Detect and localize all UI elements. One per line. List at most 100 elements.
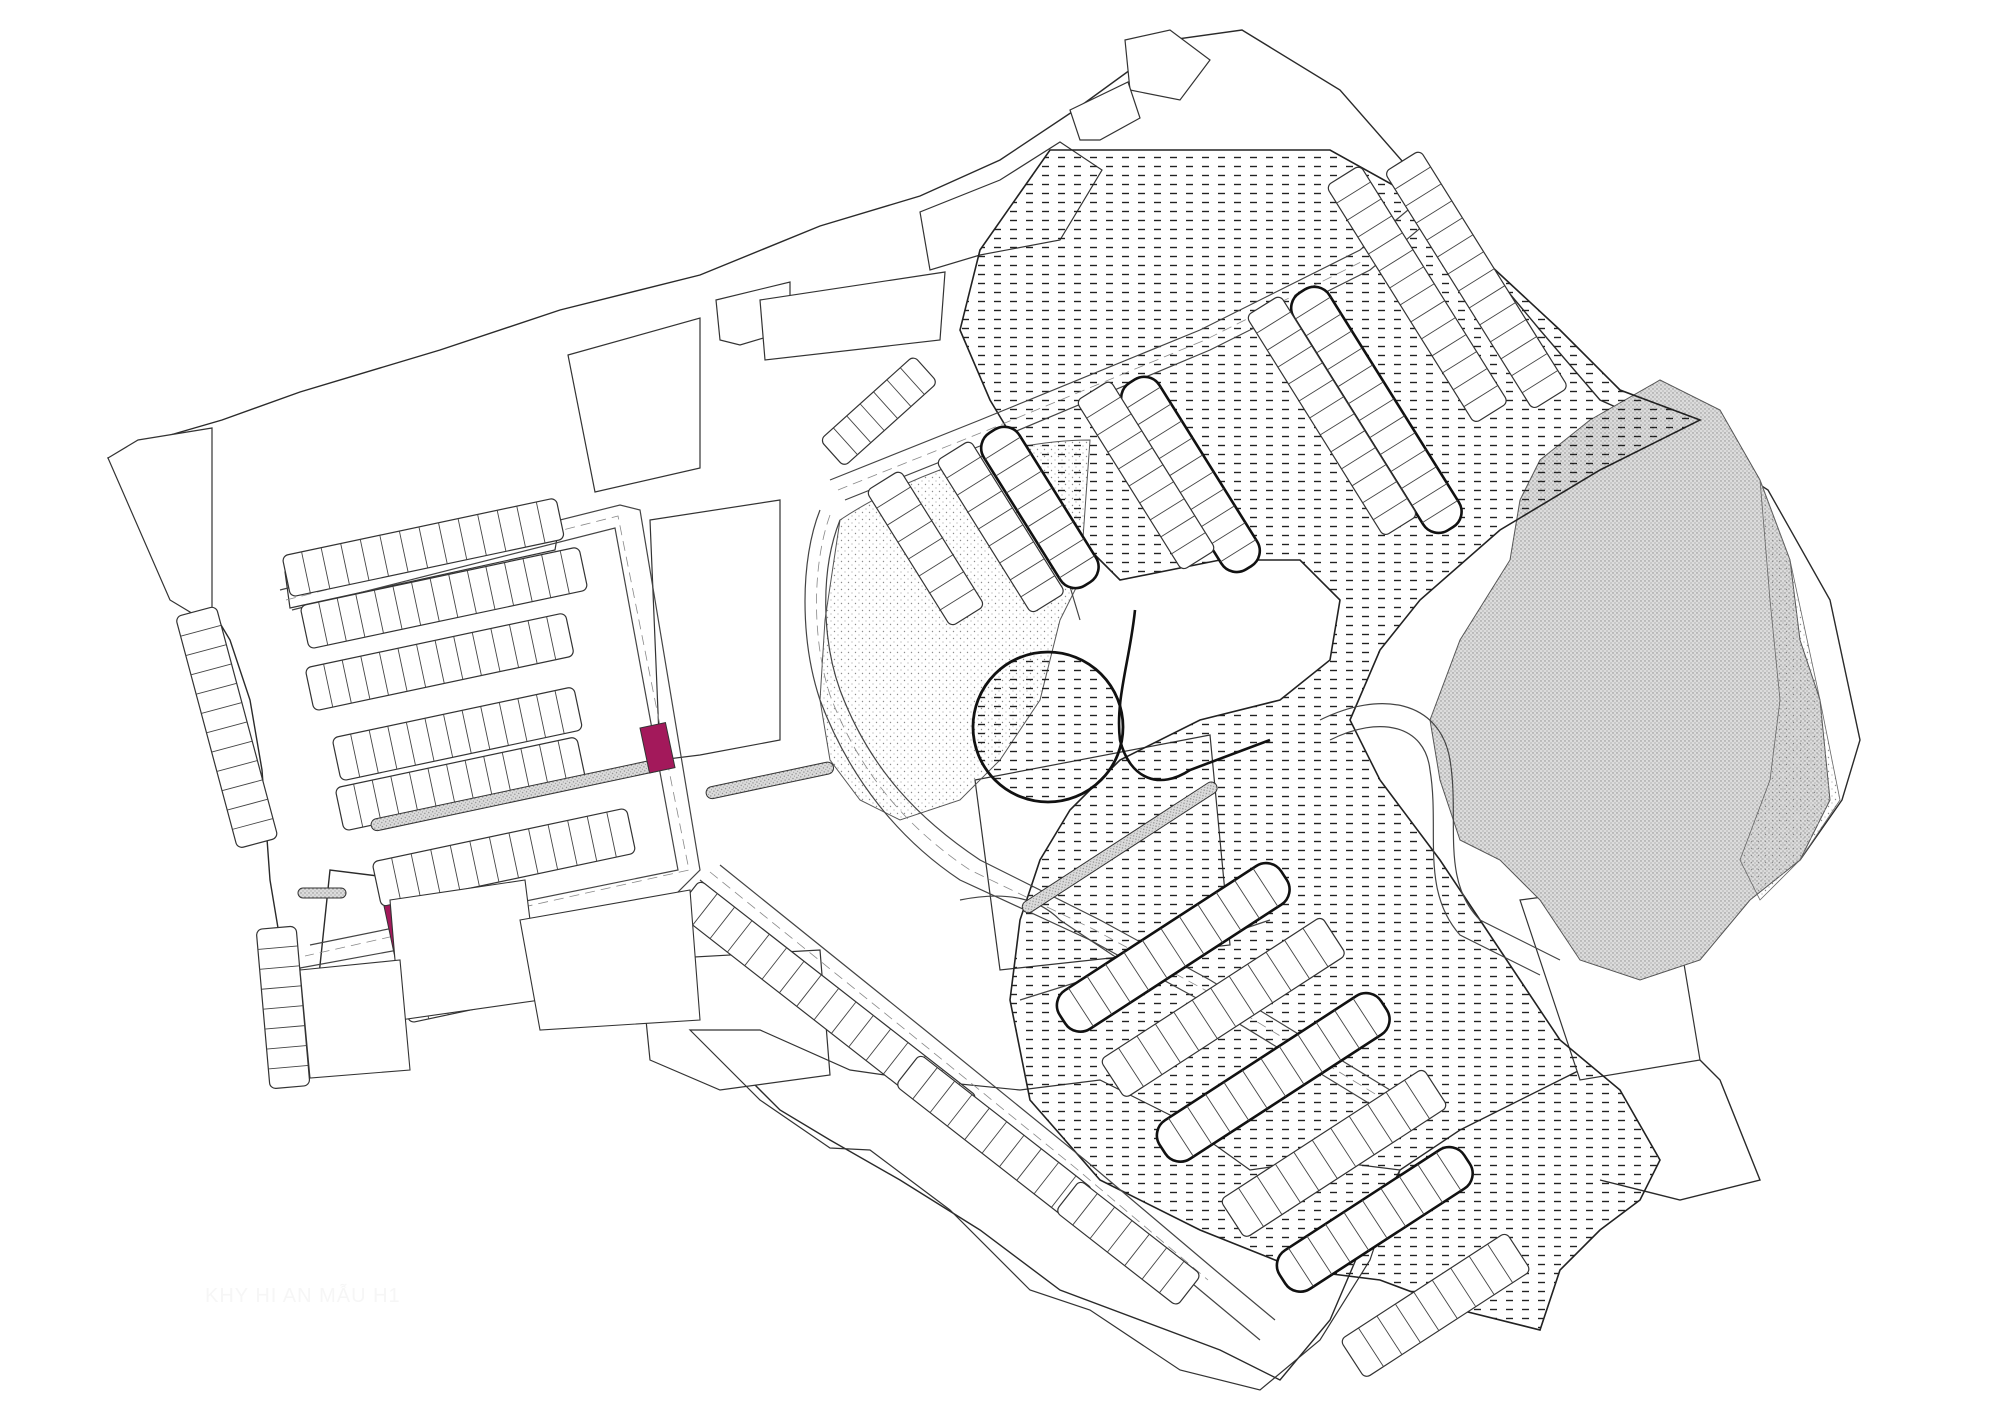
lot-divider [424, 718, 435, 762]
lot-divider [1479, 302, 1516, 326]
lot-divider [379, 535, 389, 577]
lot-divider [1128, 464, 1164, 487]
lot-divider [485, 566, 496, 610]
lot-divider [1320, 413, 1355, 436]
lot-divider [180, 624, 222, 637]
lot-divider [744, 933, 770, 966]
lot-divider [471, 632, 482, 676]
lot-divider [865, 1028, 892, 1061]
lower-parcels [299, 879, 701, 1079]
lot-divider [1135, 403, 1172, 427]
lot-divider [464, 760, 475, 804]
lot-divider [995, 453, 1032, 477]
lot-row [1101, 917, 1345, 1097]
lot-divider [1086, 396, 1121, 419]
lot-divider [1337, 364, 1374, 388]
lot-divider [221, 779, 263, 792]
lot-divider [1324, 1223, 1351, 1263]
lot-divider [336, 598, 347, 642]
lot-divider [443, 714, 454, 758]
lot-divider [1426, 217, 1463, 241]
lot-divider [1297, 1033, 1324, 1073]
lot-divider [227, 798, 268, 811]
lot-divider [1435, 1151, 1462, 1191]
lot-divider [387, 726, 398, 770]
lot-divider [1330, 1127, 1357, 1167]
lot-divider [469, 841, 480, 887]
lot-divider [263, 1005, 304, 1010]
lot-divider [947, 1094, 973, 1127]
lot-divider [988, 524, 1024, 547]
lot-divider [480, 706, 491, 750]
lot-divider [320, 547, 331, 589]
lot-divider [340, 543, 350, 585]
lot-divider [554, 690, 565, 734]
lot-row [1327, 166, 1507, 422]
lot-divider [1210, 987, 1237, 1027]
lot-row [1221, 1069, 1447, 1237]
lot-divider [371, 780, 382, 824]
lot-divider [1051, 1175, 1077, 1208]
lot-divider [1027, 504, 1064, 528]
lot-divider [1293, 1151, 1320, 1191]
lot-divider [1252, 867, 1279, 908]
lot-divider [1390, 449, 1427, 473]
lot-divider [520, 748, 531, 792]
lot-divider [1511, 353, 1548, 377]
lot-divider [1358, 1327, 1384, 1367]
lot-divider [1267, 328, 1302, 351]
lot-divider [1394, 1303, 1421, 1343]
lot-divider [1347, 381, 1384, 405]
lot-divider [1311, 1139, 1338, 1179]
lot-divider [1159, 1260, 1185, 1294]
lot-divider [999, 1134, 1025, 1168]
lot-divider [1188, 488, 1225, 512]
lot-divider [398, 530, 409, 573]
lot-divider [1141, 939, 1168, 979]
lot-divider [1220, 539, 1257, 563]
lot-divider [418, 526, 429, 569]
lot-divider [449, 845, 461, 891]
lot-divider [1107, 430, 1143, 453]
lot-divider [490, 628, 501, 672]
lot-divider [318, 601, 329, 646]
lot-divider [1256, 311, 1291, 334]
lot-divider [301, 551, 311, 594]
lot-divider [378, 652, 389, 696]
lot-divider [264, 1025, 305, 1030]
lot-divider [397, 648, 408, 692]
lot-divider [1361, 1199, 1388, 1239]
highlighted-lot [639, 722, 676, 774]
lot-divider [1302, 927, 1329, 968]
lot-divider [1341, 447, 1376, 470]
lot-divider [1367, 1103, 1394, 1143]
lot-divider [1191, 999, 1218, 1039]
lot-divider [1453, 368, 1488, 391]
lot-divider [1411, 483, 1448, 507]
lot-divider [1463, 385, 1499, 408]
lot-divider [1490, 319, 1527, 343]
lot-divider [1368, 415, 1406, 439]
lot-divider [1343, 1211, 1370, 1251]
lot-divider [488, 836, 500, 883]
lot-divider [1306, 1235, 1333, 1275]
lot-divider [1347, 198, 1382, 221]
lot-row [372, 808, 636, 907]
lot-divider [211, 740, 253, 753]
lot-divider [434, 640, 445, 684]
lot-divider [1305, 313, 1342, 337]
lot-divider [391, 857, 402, 903]
lot-row [300, 547, 588, 649]
lot-divider [341, 660, 352, 704]
lot-divider [323, 663, 334, 708]
lot-divider [1315, 330, 1353, 354]
lot-divider [833, 427, 858, 456]
lot-divider [1376, 1315, 1403, 1355]
lot-divider [1033, 1162, 1060, 1195]
lot-row [335, 737, 586, 831]
lot-divider [1468, 285, 1506, 309]
lot-divider [1389, 266, 1424, 289]
lot-row [979, 425, 1100, 590]
lot-divider [1442, 351, 1477, 374]
